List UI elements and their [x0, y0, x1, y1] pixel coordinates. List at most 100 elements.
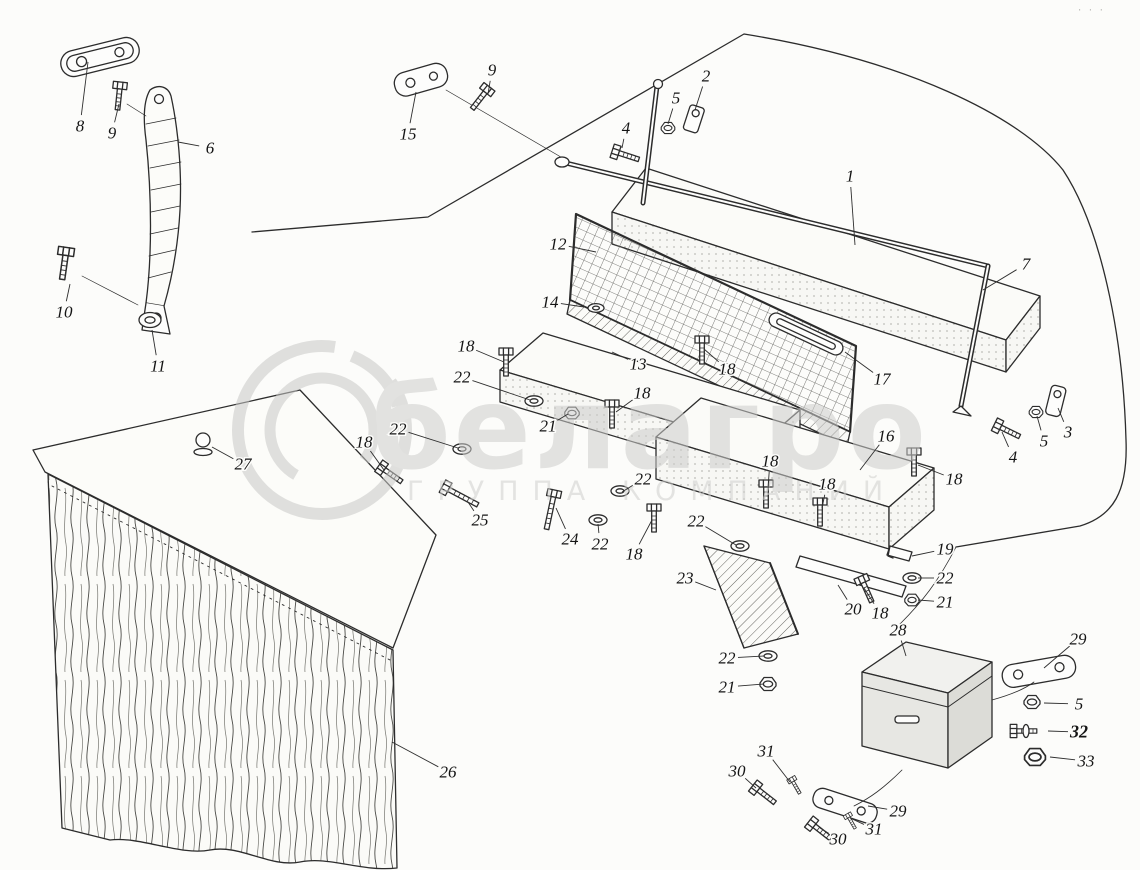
- bushing-11-icon: [138, 311, 162, 329]
- washer-22d-icon: [588, 514, 608, 526]
- part-number-11: 11: [150, 357, 166, 376]
- part-number-10: 10: [56, 303, 74, 322]
- part-number-22: 22: [719, 649, 737, 668]
- watermark-brand-text: белагро: [371, 362, 929, 495]
- leader-line-22: [408, 431, 459, 449]
- construction-line-8: [126, 103, 147, 117]
- part-number-18: 18: [356, 433, 374, 452]
- construction-line-29b: [853, 769, 903, 807]
- leader-line-2: [694, 86, 704, 111]
- leader-line-26: [391, 741, 439, 768]
- part-number-18: 18: [634, 384, 652, 403]
- leader-line-31: [849, 817, 865, 825]
- bolt-18g-icon: [646, 503, 662, 533]
- leader-line-20: [837, 584, 848, 600]
- leader-line-33: [1049, 756, 1076, 761]
- part-number-14: 14: [542, 293, 560, 312]
- leader-line-23: [695, 581, 717, 591]
- part-number-22: 22: [390, 420, 408, 439]
- bracket-2-icon: [682, 104, 705, 134]
- leader-line-27: [211, 446, 234, 460]
- leader-line-29: [1043, 645, 1070, 669]
- leader-line-8: [80, 61, 89, 116]
- part-number-22: 22: [635, 470, 653, 489]
- watermark-subtitle-text: ГРУППА КОМПАНИЙ: [407, 475, 897, 507]
- part-number-18: 18: [762, 452, 780, 471]
- knob-27-icon: [193, 432, 213, 457]
- part-number-29: 29: [890, 802, 908, 821]
- cab-window-outline: [251, 33, 1127, 548]
- construction-line-15: [445, 89, 567, 161]
- part-number-1: 1: [846, 167, 855, 186]
- nut-33-icon: [1023, 747, 1047, 767]
- part-number-19: 19: [937, 540, 955, 559]
- leader-line-22: [737, 655, 765, 658]
- leader-line-24: [555, 507, 566, 530]
- construction-line-28: [899, 546, 957, 625]
- part-number-9: 9: [488, 61, 497, 80]
- bracket-23: [703, 545, 799, 649]
- mattress-1: [611, 167, 1041, 373]
- leader-line-6: [177, 141, 200, 147]
- screw-31-icon: [786, 775, 805, 797]
- part-number-21: 21: [937, 593, 954, 612]
- mattress-16: [655, 397, 935, 550]
- diagram-art: [32, 33, 1127, 870]
- washer-32-icon: [1022, 723, 1030, 739]
- part-number-28: 28: [890, 621, 908, 640]
- bracket-15-icon: [393, 62, 449, 97]
- bolt-10-icon: [53, 245, 76, 282]
- bracket-29-icon: [1001, 654, 1077, 688]
- leader-line-32: [1047, 730, 1069, 733]
- leader-line-1: [850, 186, 856, 246]
- leader-line-22: [705, 526, 737, 546]
- part-number-13: 13: [630, 355, 647, 374]
- leader-line-17: [844, 351, 874, 373]
- bolt-9-icon: [109, 80, 129, 112]
- part-number-32: 32: [1069, 722, 1088, 742]
- leader-line-31: [772, 759, 791, 783]
- part-number-25: 25: [472, 511, 489, 530]
- leader-line-19: [911, 550, 935, 557]
- part-number-8: 8: [76, 117, 85, 136]
- washer-22e-icon: [730, 540, 750, 552]
- bolt-4b-icon: [990, 417, 1024, 444]
- leader-line-4: [1001, 431, 1009, 448]
- part-number-30: 30: [728, 762, 747, 781]
- leader-line-5: [667, 108, 674, 125]
- construction-line-10: [81, 275, 139, 306]
- leader-line-9: [487, 80, 491, 95]
- leader-line-21: [917, 599, 935, 602]
- part-number-18: 18: [872, 604, 890, 623]
- part-number-18: 18: [819, 475, 837, 494]
- leader-line-18: [917, 464, 944, 476]
- handle-17-icon: [768, 312, 844, 356]
- leader-line-9: [114, 103, 120, 123]
- part-number-2: 2: [702, 67, 711, 86]
- part-number-22: 22: [688, 512, 706, 531]
- leader-line-18: [821, 494, 826, 509]
- part-number-23: 23: [677, 569, 694, 588]
- leader-line-21: [557, 413, 569, 421]
- part-number-20: 20: [845, 600, 863, 619]
- part-number-6: 6: [206, 139, 215, 158]
- nut-21b-icon: [904, 593, 920, 607]
- bracket-8-icon: [60, 36, 140, 78]
- part-number-26: 26: [440, 763, 458, 782]
- leader-line-30: [819, 827, 829, 834]
- belt-strap-6: [141, 85, 182, 335]
- part-number-5: 5: [672, 89, 681, 108]
- box-28: [861, 641, 993, 769]
- part-number-17: 17: [874, 370, 893, 389]
- leader-line-25: [467, 501, 475, 512]
- leader-line-14: [560, 303, 585, 308]
- part-number-9: 9: [108, 124, 117, 143]
- nut-5c-icon: [1028, 405, 1044, 419]
- leader-line-18: [638, 519, 653, 545]
- part-number-21: 21: [540, 417, 557, 436]
- leader-line-7: [982, 269, 1017, 291]
- leader-line-4: [621, 138, 625, 149]
- leader-line-29: [867, 805, 888, 810]
